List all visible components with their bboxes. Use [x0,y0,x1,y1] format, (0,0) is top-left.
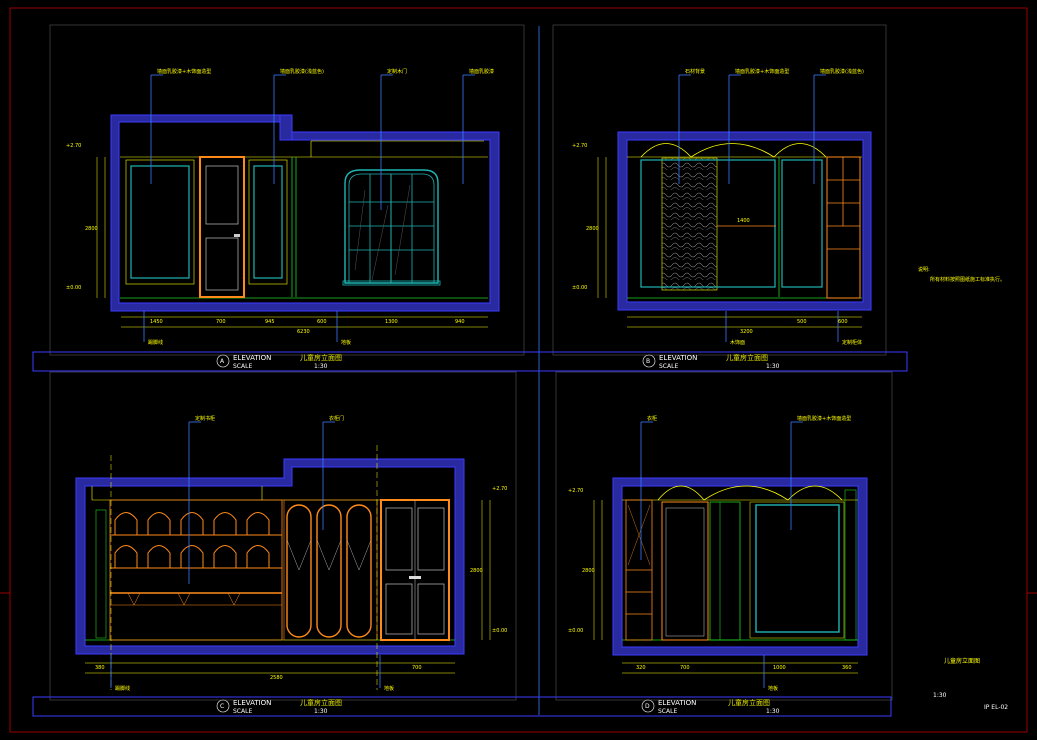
d-dim-4: 360 [842,665,852,671]
c-bottom-callout-1: 踢脚线 [115,685,130,692]
b-level-top: +2.70 [572,143,587,149]
a-callout-1: 墙面乳胶漆+木饰面造型 [157,68,211,75]
a-callout-2: 墙面乳胶漆(浅蓝色) [280,68,324,75]
a-callout-3: 定制木门 [387,68,407,75]
a-dim-5: 1300 [385,319,398,325]
c-bottom-callout-2: 地板 [384,685,394,692]
c-marker: C [220,703,224,710]
d-elevation-label: ELEVATION [658,699,696,707]
b-center-dim: 1400 [737,218,750,224]
sheet-scale: 1:30 [933,692,947,699]
d-dim-3: 1000 [773,665,786,671]
b-scale-label: SCALE [659,363,678,370]
d-marker: D [645,703,650,710]
b-dim-2: 500 [797,319,807,325]
b-callout-3: 墙面乳胶漆(浅蓝色) [820,68,864,75]
c-dim-1: 380 [95,665,105,671]
b-scale: 1:30 [766,363,780,370]
b-bottom-callout-1: 木饰面 [730,339,745,346]
general-note-text: 所有材料按照图纸施工标准执行。 [930,276,1005,283]
d-dim-1: 320 [636,665,646,671]
a-bottom-callout-1: 踢脚线 [148,339,163,346]
b-elevation-label: ELEVATION [659,354,697,362]
d-level-top: +2.70 [568,488,583,494]
general-note-label: 说明: [918,266,930,273]
b-title: 儿童房立面图 [726,353,768,362]
b-bottom-callout-2: 定制柜体 [842,339,862,346]
d-title: 儿童房立面图 [728,698,770,707]
d-scale-label: SCALE [658,708,677,715]
a-bottom-callout-2: 地板 [341,339,351,346]
elevation-a [96,74,500,368]
a-title: 儿童房立面图 [300,353,342,362]
a-dim-4: 600 [317,319,327,325]
b-dim-3: 600 [838,319,848,325]
b-callout-2: 墙面乳胶漆+木饰面造型 [735,68,789,75]
elevation-b [597,74,872,368]
c-dim-3: 700 [412,665,422,671]
b-height-dim: 2800 [586,226,599,232]
a-dim-2: 700 [216,319,226,325]
a-height-dim: 2800 [85,226,98,232]
d-scale: 1:30 [766,708,780,715]
c-level-top: +2.70 [492,486,507,492]
title-bar-top [32,351,908,372]
b-dim-1: 3200 [740,329,753,335]
a-dim-3: 945 [265,319,275,325]
a-elevation-label: ELEVATION [233,354,271,362]
sheet-number: IP EL-02 [984,704,1008,711]
sheet-frame [0,7,1037,733]
d-callout-2: 墙面乳胶漆+木饰面造型 [797,415,851,422]
c-dim-2: 2580 [270,675,283,681]
sheet-caption: 儿童房立面图 [944,657,980,665]
b-marker: B [646,358,650,365]
elevation-d [593,421,868,713]
d-level-bottom: ±0.00 [568,628,583,634]
a-scale-label: SCALE [233,363,252,370]
b-callout-1: 石材背景 [685,68,705,75]
d-callout-1: 衣柜 [647,415,657,422]
c-scale-label: SCALE [233,708,252,715]
d-height-dim: 2800 [582,568,595,574]
c-height-dim: 2800 [470,568,483,574]
a-dim-1: 1450 [150,319,163,325]
a-marker: A [220,358,225,365]
a-callout-4: 墙面乳胶漆 [469,68,494,75]
a-scale: 1:30 [314,363,328,370]
d-bottom-callout-1: 地板 [768,685,778,692]
title-bar-bottom [32,696,892,717]
a-dim-total: 6230 [297,329,310,335]
elevation-c [75,421,491,713]
a-level-bottom: ±0.00 [66,285,81,291]
c-scale: 1:30 [314,708,328,715]
c-elevation-label: ELEVATION [233,699,271,707]
d-dim-2: 700 [680,665,690,671]
c-callout-2: 衣柜门 [329,415,344,422]
a-level-top: +2.70 [66,143,81,149]
c-title: 儿童房立面图 [300,698,342,707]
a-dim-6: 940 [455,319,465,325]
c-callout-1: 定制书柜 [195,415,215,422]
b-level-bottom: ±0.00 [572,285,587,291]
c-level-bottom: ±0.00 [492,628,507,634]
